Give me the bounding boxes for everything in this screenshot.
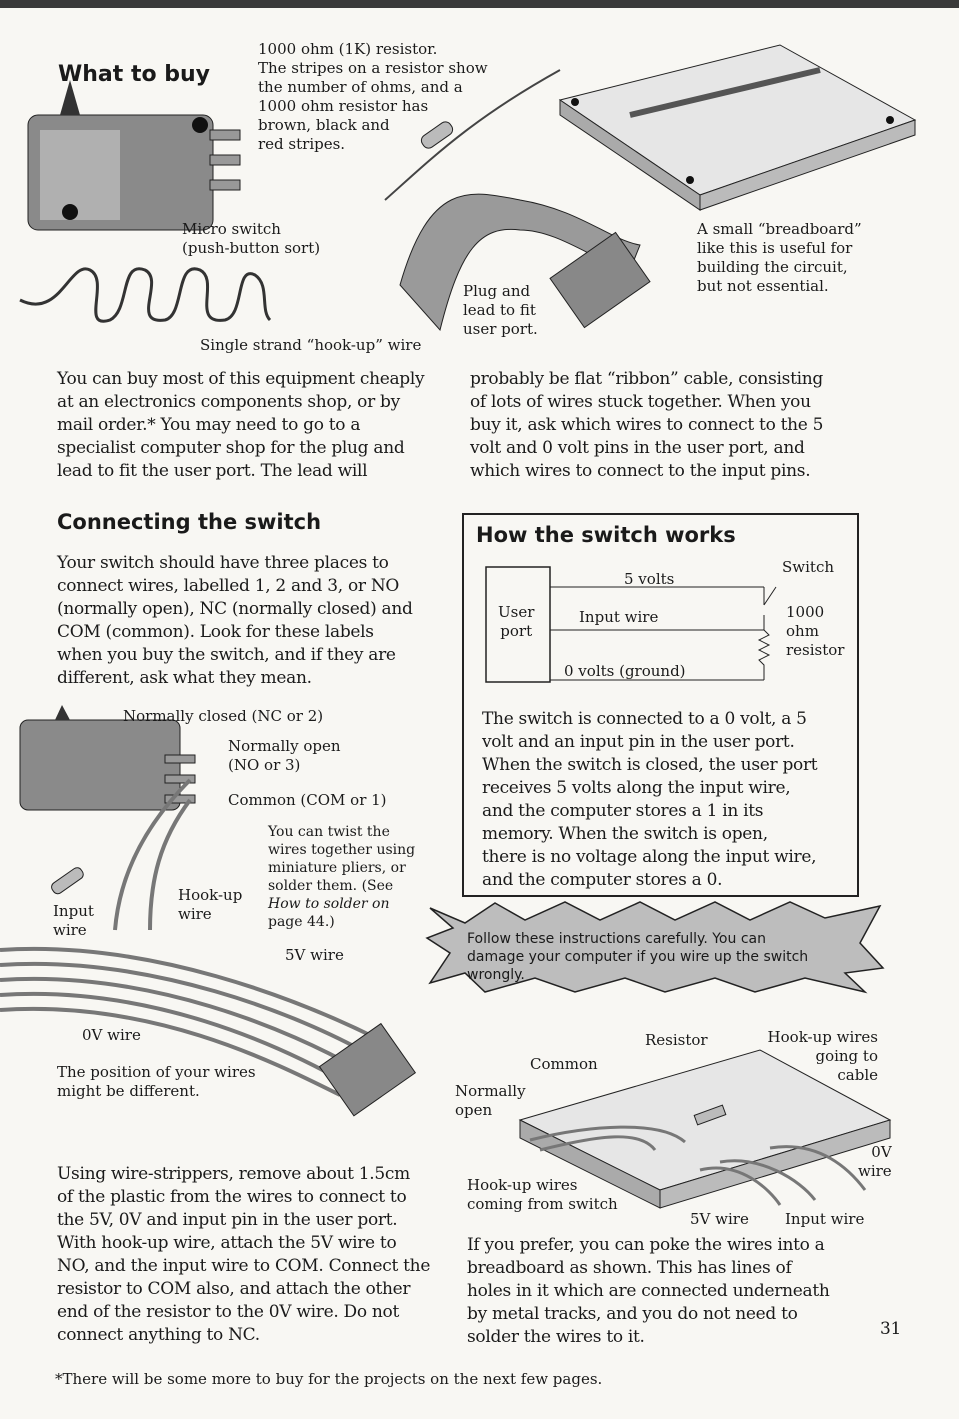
hookup-wire-caption: Single strand “hook-up” wire: [200, 336, 422, 354]
micro-switch-caption: Micro switch(push-button sort): [182, 220, 321, 257]
common-label: Common: [530, 1055, 598, 1073]
switch-symbol: [763, 586, 777, 606]
page-number: 31: [880, 1319, 902, 1339]
nc-label: Normally closed (NC or 2): [123, 707, 324, 725]
plug-icon: [318, 1022, 417, 1117]
footnote: *There will be some more to buy for the …: [55, 1370, 603, 1388]
5v-wire-label: 5V wire: [285, 946, 344, 964]
no-label: Normally open(NO or 3): [228, 737, 341, 774]
resistor-label: Resistor: [645, 1031, 708, 1049]
resistor-icon: [693, 1104, 727, 1126]
intro-col2: probably be flat “ribbon” cable, consist…: [470, 369, 824, 481]
switch-icon: [19, 705, 196, 811]
breadboard-caption: A small “breadboard”like this is useful …: [697, 220, 862, 295]
hookup-wire-coil-icon: [19, 267, 272, 323]
user-port-box: [485, 566, 551, 683]
5-volts-label: 5 volts: [624, 570, 675, 588]
input-wire-label: Input wire: [579, 608, 659, 626]
warning-text: Follow these instructions carefully. You…: [467, 931, 809, 983]
wires: [529, 1125, 867, 1206]
micro-switch-icon: [27, 80, 241, 231]
how-heading: How the switch works: [476, 523, 736, 547]
switch-label: Switch: [782, 558, 835, 576]
warning-burst: [425, 901, 885, 994]
0v-wire-label: 0V wire: [82, 1026, 141, 1044]
resistor-icon: [51, 867, 84, 895]
breadboard-wiring-illustration: [518, 1049, 892, 1209]
resistor-symbol: [757, 629, 771, 680]
steps-text: Using wire-strippers, remove about 1.5cm…: [57, 1164, 431, 1345]
breadboard-text: If you prefer, you can poke the wires in…: [467, 1235, 830, 1347]
resistor-lead: [384, 69, 561, 201]
how-para: The switch is connected to a 0 volt, a 5…: [482, 709, 818, 890]
0-volts-label: 0 volts (ground): [564, 662, 686, 680]
5v-wire-label: 5V wire: [690, 1210, 749, 1228]
com-label: Common (COM or 1): [228, 791, 387, 809]
input-wire-label: Input wire: [785, 1210, 865, 1228]
breadboard-icon: [558, 44, 917, 211]
resistor-caption: 1000 ohm (1K) resistor.The stripes on a …: [258, 40, 488, 153]
switch-wiring-illustration: [0, 705, 417, 1117]
circuit-diagram: [485, 566, 777, 683]
resistor-icon: [420, 121, 454, 149]
connecting-heading: Connecting the switch: [57, 510, 322, 534]
what-to-buy-heading: What to buy: [58, 62, 210, 87]
equipment-illustrations: [19, 44, 917, 332]
scan-edge: [0, 0, 959, 8]
ribbon-cable-icon: [399, 193, 651, 332]
intro-col1: You can buy most of this equipment cheap…: [57, 369, 425, 481]
wires: [0, 778, 381, 1097]
